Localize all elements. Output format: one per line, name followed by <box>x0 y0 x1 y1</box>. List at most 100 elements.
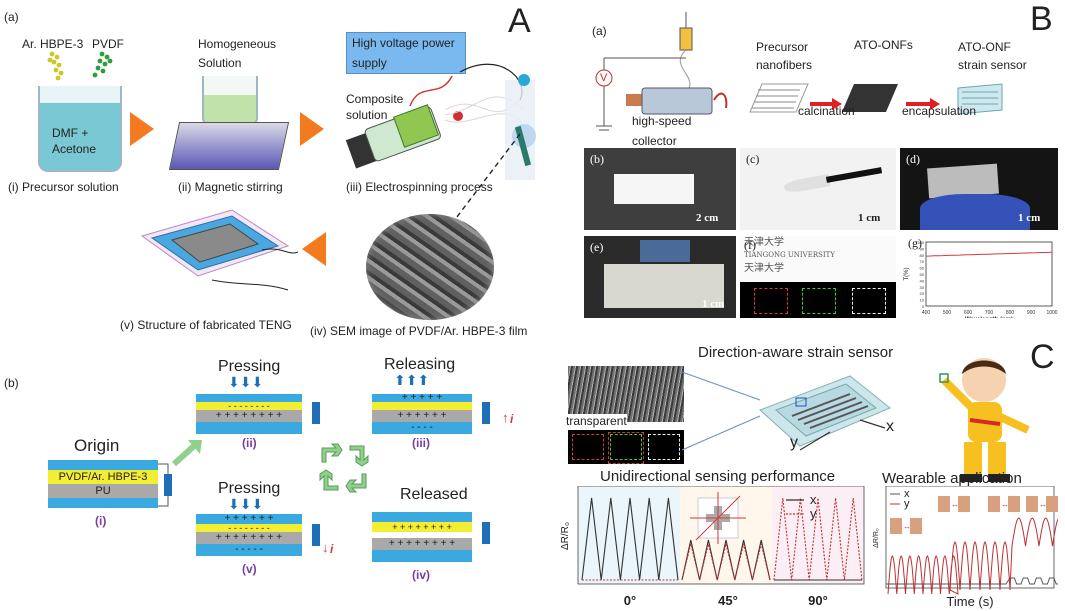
tianjin-text: 天津大学 <box>744 237 784 248</box>
y-tick-label: 30 <box>920 285 925 290</box>
led-display <box>568 430 684 464</box>
scale-b: 2 cm <box>696 212 719 224</box>
teng-structure <box>140 209 299 291</box>
homogeneous-label-2: Solution <box>198 56 242 70</box>
panel-a-letter: A <box>508 2 531 40</box>
released-title: Released <box>400 486 468 503</box>
axis-y-label: y <box>790 434 798 451</box>
hand-photo-thumb <box>958 496 970 512</box>
double-arrow-icon: ↔ <box>1001 500 1009 509</box>
x-tick-label: 900 <box>1027 310 1036 316</box>
x-axis-label: Wavelength (nm) <box>965 317 1013 318</box>
panel-a-b-sublabel: (b) <box>4 376 19 390</box>
press-arrows-icon: ⬇⬇⬇ <box>228 496 264 512</box>
calcination-label: calcination <box>798 104 855 118</box>
state-iv-stack: + + + + + + + + + + + + + + + + <box>372 512 472 562</box>
hand-photo-thumb <box>910 518 922 534</box>
beaker-text-1: DMF + <box>52 126 89 140</box>
x-tick-label: 600 <box>964 310 973 316</box>
tianjin-text-2: 天津大学 <box>744 263 784 274</box>
y-series-90deg <box>773 497 863 581</box>
electrospinning-setup <box>345 63 536 180</box>
arrow-icon <box>300 112 324 146</box>
origin-title: Origin <box>74 436 120 455</box>
y-tick-label: 70 <box>920 259 925 264</box>
y-tick-label: 100 <box>917 240 924 245</box>
hand-photo-thumb <box>890 518 902 534</box>
releasing-title: Releasing <box>384 356 456 373</box>
precursor-label-2: nanofibers <box>756 58 813 72</box>
y-axis-label: T(%) <box>904 268 910 281</box>
v-symbol: V <box>600 72 608 84</box>
zone-0deg <box>578 486 680 584</box>
panel-c-letter: C <box>1030 338 1055 376</box>
transparent-label: transparent <box>566 414 627 428</box>
step-precursor-caption: (i) Precursor solution <box>8 180 119 194</box>
step-sem-caption: (iv) SEM image of PVDF/Ar. HBPE-3 film <box>310 324 528 338</box>
electrospin-schematic <box>595 12 1003 131</box>
scale-e: 1 cm <box>702 298 725 310</box>
ar-hbpe-label: Ar. HBPE-3 <box>22 37 84 51</box>
y-axis-label: ΔR/R₀ <box>873 528 880 548</box>
double-arrow-icon: ↔ <box>903 522 911 531</box>
photo-f-sublabel: (f) <box>744 238 756 252</box>
uni-chart-title: Unidirectional sensing performance <box>600 468 836 485</box>
y-tick-label: 10 <box>920 298 925 303</box>
stirrer-plate <box>168 122 290 170</box>
y-series-wearable <box>887 517 1058 595</box>
photo-e-sublabel: (e) <box>590 240 604 254</box>
state-iii-label: (iii) <box>412 436 430 450</box>
hv-label-2: supply <box>352 56 387 70</box>
electrode-block <box>312 402 320 424</box>
origin-circuit <box>158 463 169 507</box>
pressing-title-1: Pressing <box>218 358 281 375</box>
x-tick-label: 700 <box>985 310 994 316</box>
pvdf-label: PVDF <box>92 37 125 51</box>
panel-a: (a) A Ar. HBPE-3 PVDF DMF + Acetone (i) … <box>4 2 536 582</box>
current-label-up: i <box>510 412 514 426</box>
y-tick-label: 60 <box>920 266 925 271</box>
photo-d: (d) 1 cm <box>900 148 1058 230</box>
y-tick-label: 90 <box>920 246 925 251</box>
state-ii-label: (ii) <box>242 436 257 450</box>
composite-label-1: Composite <box>346 92 404 106</box>
state-iii-stack: + + + + + + + + + + + - - - - <box>372 393 472 434</box>
electrode-block <box>164 474 172 496</box>
transmittance-curve <box>925 251 1053 257</box>
panel-b-letter: B <box>1030 0 1053 38</box>
arrow-icon <box>302 232 326 266</box>
green-arrow <box>171 440 202 467</box>
photo-d-sublabel: (d) <box>906 152 920 166</box>
panel-c-title: Direction-aware strain sensor <box>698 344 894 361</box>
x-tick-label: 1000 <box>1046 310 1057 316</box>
sem-image <box>366 214 494 320</box>
y-tick-label: 0 <box>922 304 925 309</box>
atoonfs-label: ATO-ONFs <box>854 38 913 52</box>
highspeed-label-2: collector <box>632 134 677 148</box>
hand-photo-thumb <box>988 496 1000 512</box>
layer-pu-label: PU <box>48 484 158 498</box>
axis-x-label: x <box>886 418 894 435</box>
precursor-beaker <box>38 86 122 172</box>
sensor-label-1: ATO-ONF <box>958 40 1011 54</box>
highspeed-label-1: high-speed <box>632 114 692 128</box>
fiber-sem-image <box>568 366 684 422</box>
electrode-block <box>312 524 320 546</box>
x-tick-label: 800 <box>1006 310 1015 316</box>
electrode-block <box>482 522 490 544</box>
scale-d: 1 cm <box>1018 212 1041 224</box>
angle-90-label: 90° <box>808 593 828 608</box>
scale-c: 1 cm <box>858 212 881 224</box>
arrow-icon <box>130 112 154 146</box>
panel-c: C Direction-aware strain sensor transpar… <box>560 336 1065 611</box>
hand-photo-thumb <box>1008 496 1020 512</box>
current-down-icon: ↓ <box>322 540 329 555</box>
plot-frame <box>577 486 865 585</box>
angle-0-label: 0° <box>624 593 636 608</box>
hand-photo-thumb <box>1026 496 1038 512</box>
chart-g-sublabel: (g) <box>908 236 922 250</box>
y-tick-label: 50 <box>920 272 925 277</box>
